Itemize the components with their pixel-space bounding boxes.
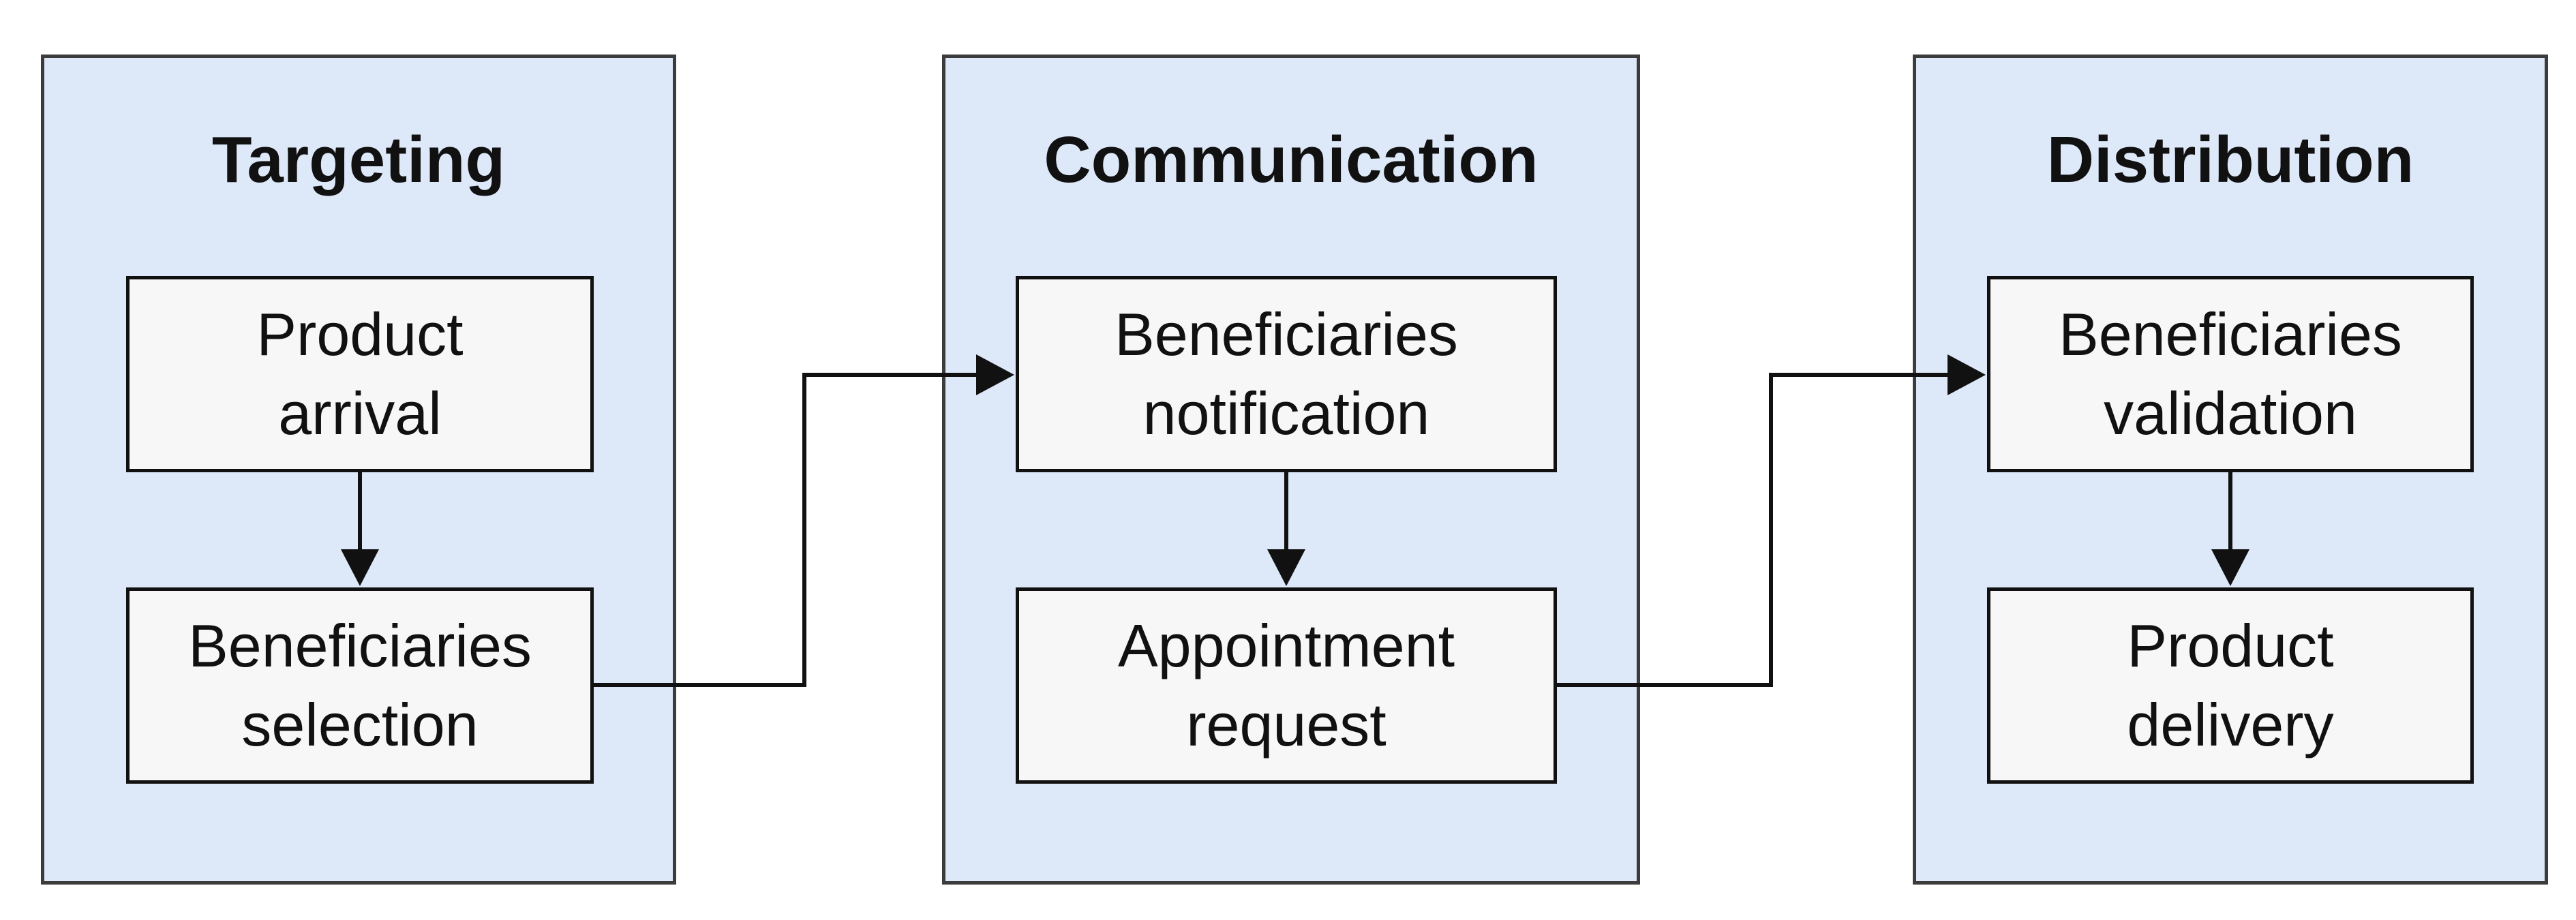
panel-title-targeting: Targeting: [211, 123, 506, 196]
node-label: Product delivery: [2127, 612, 2334, 758]
node-product-arrival: Product arrival: [126, 276, 594, 472]
node-label: Beneficiaries notification: [1115, 301, 1458, 447]
node-beneficiaries-notification: Beneficiaries notification: [1016, 276, 1557, 472]
node-beneficiaries-selection: Beneficiaries selection: [126, 587, 594, 784]
node-label: Beneficiaries validation: [2059, 301, 2402, 447]
node-appointment-request: Appointment request: [1016, 587, 1557, 784]
panel-title-distribution: Distribution: [2046, 123, 2414, 196]
node-product-delivery: Product delivery: [1987, 587, 2474, 784]
node-label: Product arrival: [256, 301, 464, 447]
node-label: Beneficiaries selection: [188, 612, 532, 758]
node-label: Appointment request: [1117, 612, 1455, 758]
panel-title-communication: Communication: [1044, 123, 1539, 196]
node-beneficiaries-validation: Beneficiaries validation: [1987, 276, 2474, 472]
